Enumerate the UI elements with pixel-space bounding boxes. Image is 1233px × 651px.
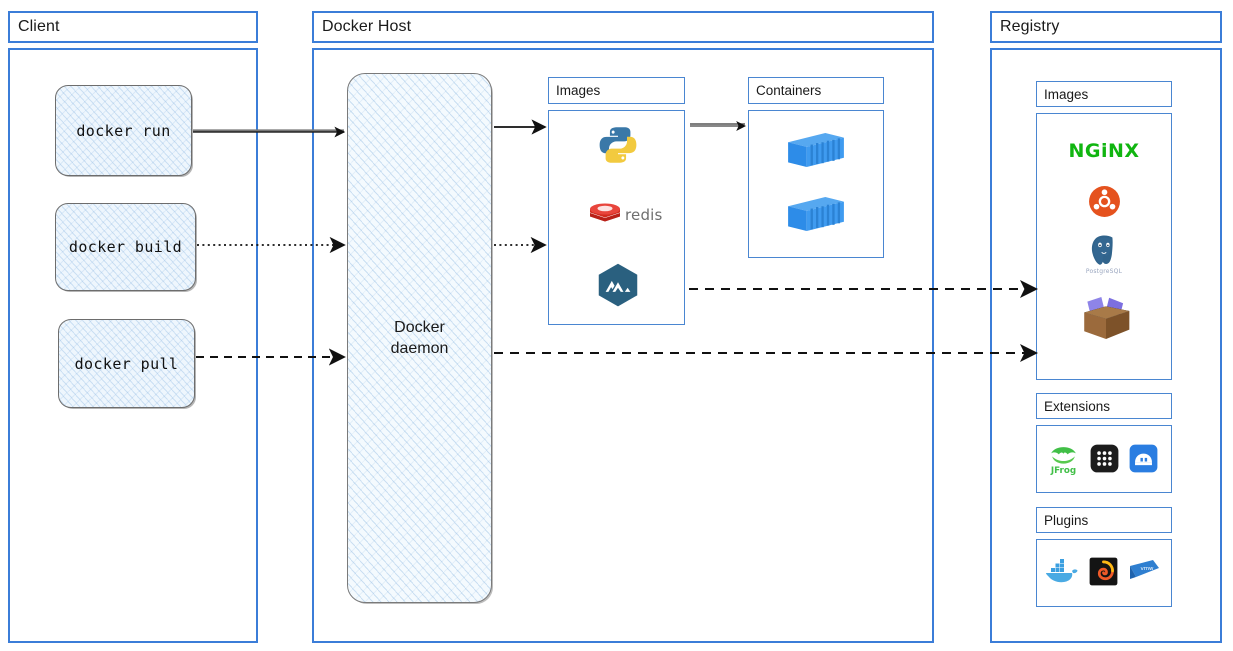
host-images-label: Images	[556, 83, 601, 98]
nginx-logo-icon: NGiNX	[1060, 138, 1148, 164]
host-containers-title-strip: Containers	[748, 77, 884, 104]
docker-daemon-label-line1: Docker	[394, 318, 445, 336]
blue-app-icon	[1128, 443, 1158, 473]
svg-text:JFrog: JFrog	[1049, 465, 1075, 475]
svg-text:vmw: vmw	[1140, 566, 1154, 572]
client-title-strip: Client	[8, 11, 258, 43]
container-icon-1	[785, 128, 847, 172]
command-docker-build-label: docker build	[68, 238, 183, 256]
registry-images-title-strip: Images	[1036, 81, 1172, 107]
postgresql-caption: PostgreSQL	[1085, 267, 1123, 275]
host-containers-body	[748, 110, 884, 258]
docker-host-label: Docker Host	[322, 18, 412, 35]
postgresql-wordmark: PostgreSQL	[1080, 265, 1128, 277]
python-logo-icon	[596, 123, 640, 167]
vmware-logo-icon: vmw	[1126, 556, 1162, 586]
registry-label: Registry	[1000, 18, 1060, 35]
command-docker-run-label: docker run	[76, 121, 171, 140]
command-docker-pull-label: docker pull	[74, 354, 179, 373]
registry-title-strip: Registry	[990, 11, 1222, 43]
open-box-icon	[1078, 292, 1134, 344]
docker-whale-logo-icon	[1043, 556, 1079, 586]
redis-logo-icon	[588, 201, 622, 231]
docker-host-title-strip: Docker Host	[312, 11, 934, 43]
container-icon-2	[785, 192, 847, 236]
jfrog-logo-icon: JFrog	[1046, 442, 1080, 476]
nginx-caption: NGiNX	[1068, 140, 1140, 162]
registry-extensions-title-strip: Extensions	[1036, 393, 1172, 419]
docker-daemon-box[interactable]: Docker daemon	[347, 73, 492, 603]
host-containers-label: Containers	[756, 83, 822, 98]
redis-logo-wordmark: redis	[625, 203, 675, 227]
host-images-title-strip: Images	[548, 77, 685, 104]
app-grid-icon	[1089, 443, 1119, 473]
command-docker-build[interactable]: docker build	[55, 203, 196, 291]
registry-extensions-label: Extensions	[1044, 398, 1111, 414]
command-docker-pull[interactable]: docker pull	[58, 319, 195, 408]
grafana-logo-icon	[1088, 556, 1118, 586]
ubuntu-logo-icon	[1087, 184, 1121, 218]
alpine-logo-icon	[597, 263, 639, 307]
registry-plugins-label: Plugins	[1044, 512, 1089, 528]
docker-daemon-label-line2: daemon	[390, 340, 449, 357]
redis-caption: redis	[625, 206, 663, 224]
registry-images-label: Images	[1044, 86, 1089, 102]
client-label: Client	[18, 18, 60, 35]
postgresql-logo-icon	[1085, 232, 1123, 268]
registry-plugins-title-strip: Plugins	[1036, 507, 1172, 533]
command-docker-run[interactable]: docker run	[55, 85, 192, 176]
